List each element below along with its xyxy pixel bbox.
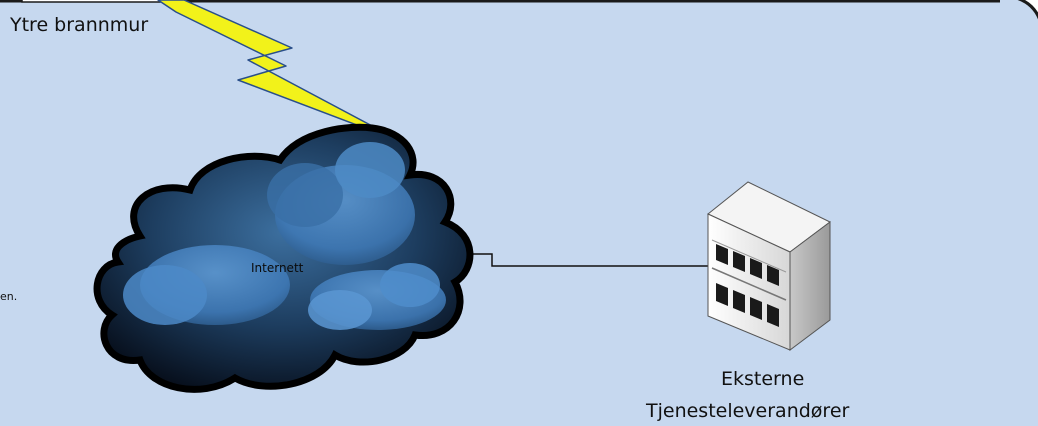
service-provider-label-line1: Eksterne xyxy=(721,368,805,390)
internet-label: Internett xyxy=(251,261,304,275)
firewall-box-fragment xyxy=(21,0,161,3)
firewall-label: Ytre brannmur xyxy=(10,14,149,36)
office-building-icon xyxy=(707,181,831,351)
truncated-edge-text: en. xyxy=(0,290,18,303)
connection-line xyxy=(462,253,708,267)
internet-cloud-icon xyxy=(93,123,474,393)
service-provider-label-line2: Tjenesteleverandører xyxy=(646,400,850,422)
